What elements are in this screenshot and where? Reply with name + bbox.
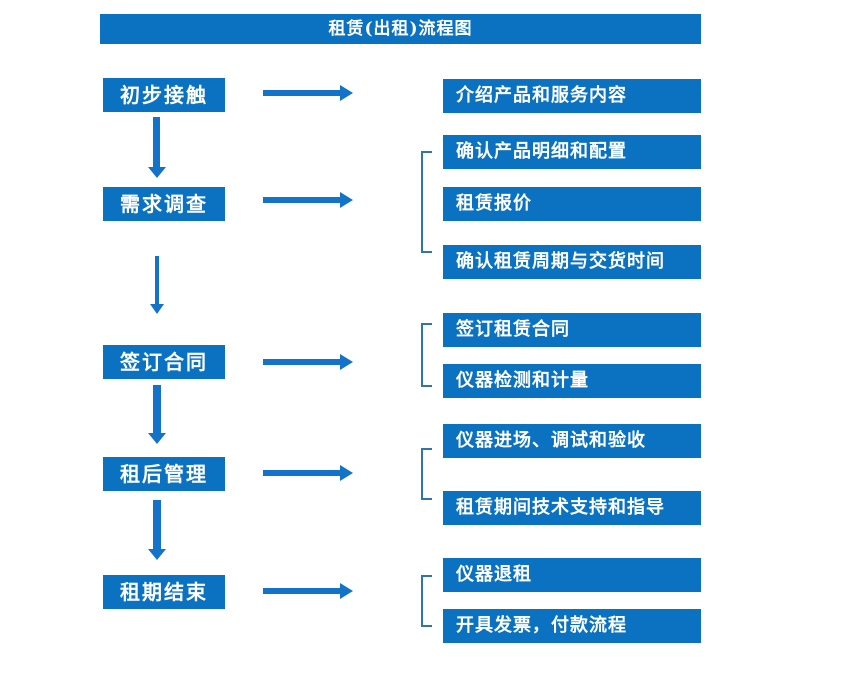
detail-box-instrument-testing: 仪器检测和计量: [443, 364, 701, 398]
flowchart-title: 租赁(出租)流程图: [100, 14, 701, 44]
detail-box-rental-quote: 租赁报价: [443, 187, 701, 221]
step-box-demand-survey: 需求调查: [103, 187, 225, 221]
detail-box-technical-support: 租赁期间技术支持和指导: [443, 491, 701, 525]
right-arrow-4: [263, 470, 340, 476]
right-arrow-3: [263, 359, 340, 365]
right-arrow-5: [263, 588, 340, 594]
detail-box-introduce-services: 介绍产品和服务内容: [443, 79, 701, 113]
detail-box-invoice-payment: 开具发票，付款流程: [443, 609, 701, 643]
group-bracket-lease-end: [421, 575, 432, 627]
group-bracket-demand-survey: [421, 151, 432, 253]
detail-box-instrument-return: 仪器退租: [443, 558, 701, 592]
detail-box-confirm-period-delivery: 确认租赁周期与交货时间: [443, 245, 701, 279]
right-arrow-1: [263, 90, 340, 96]
step-box-lease-end: 租期结束: [103, 575, 225, 609]
group-bracket-sign-contract: [421, 323, 432, 387]
group-bracket-post-rental: [421, 448, 432, 500]
down-arrow-2: [155, 256, 159, 304]
down-arrow-1: [153, 117, 160, 167]
down-arrow-3: [153, 385, 161, 433]
down-arrow-4: [153, 500, 161, 549]
step-box-initial-contact: 初步接触: [103, 78, 225, 112]
step-box-post-rental-management: 租后管理: [103, 457, 225, 491]
detail-box-sign-rental-contract: 签订租赁合同: [443, 313, 701, 347]
detail-box-instrument-setup-acceptance: 仪器进场、调试和验收: [443, 424, 701, 458]
step-box-sign-contract: 签订合同: [103, 345, 225, 379]
right-arrow-2: [263, 197, 340, 203]
detail-box-confirm-product-details: 确认产品明细和配置: [443, 135, 701, 169]
